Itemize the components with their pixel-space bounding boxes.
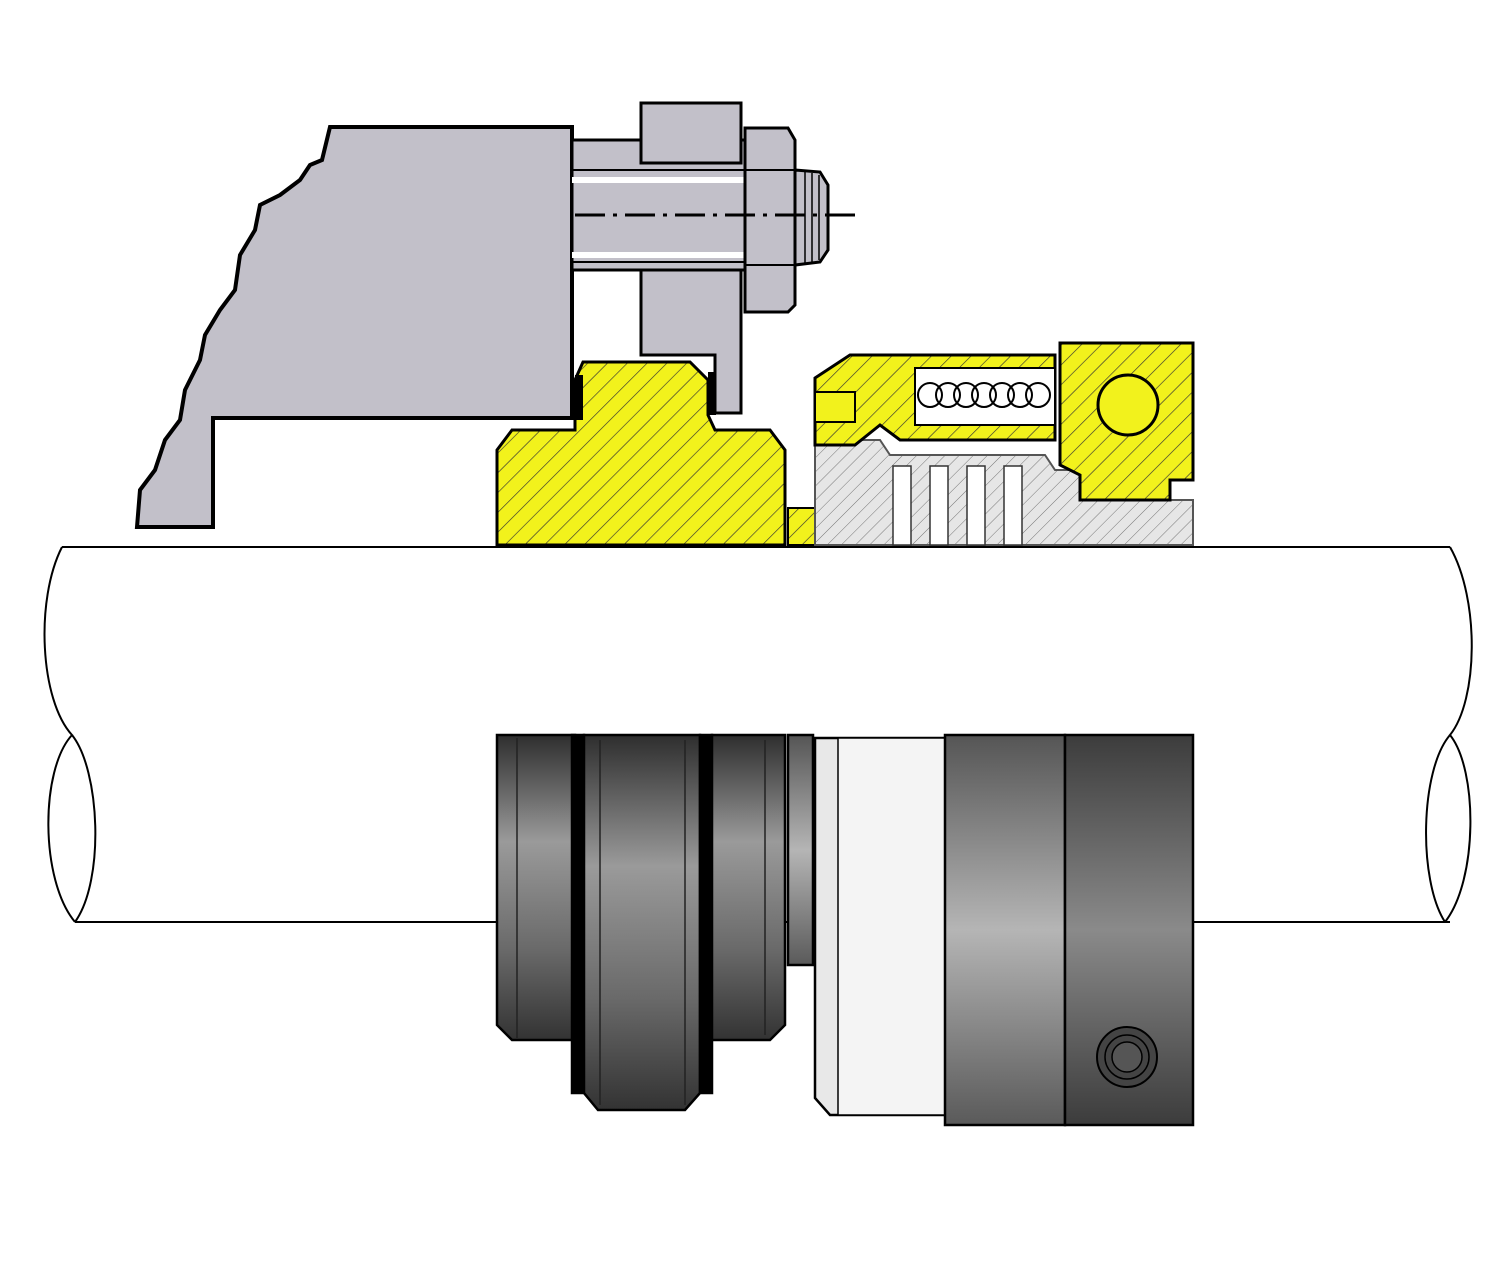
set-screw-icon xyxy=(1096,1026,1158,1088)
gland-bolt xyxy=(570,101,858,415)
nut xyxy=(743,126,797,314)
rotary-seal-head xyxy=(813,341,1195,546)
spring-icon xyxy=(917,382,1051,408)
seal-exterior-view xyxy=(495,733,1195,1127)
set-screw xyxy=(1096,373,1160,437)
pump-housing xyxy=(134,125,574,529)
